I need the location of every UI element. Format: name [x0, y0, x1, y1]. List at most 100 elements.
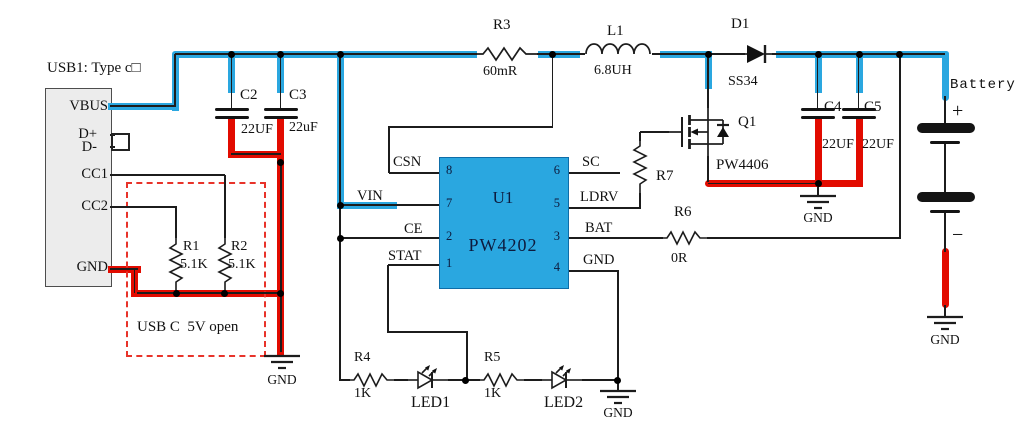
wire — [388, 127, 390, 173]
c4-value: 22UF — [822, 137, 854, 152]
r3-ref: R3 — [493, 17, 511, 33]
ic-pin-number-7: 7 — [446, 196, 453, 210]
schematic-title: USB1: Type c□ — [47, 60, 141, 76]
ic-pin-number-5: 5 — [553, 196, 560, 210]
c3-capacitor — [263, 107, 298, 111]
c3-value: 22uF — [289, 120, 318, 135]
junction-dot — [336, 50, 344, 58]
wire — [567, 172, 620, 174]
ic-pin-ldrv: LDRV — [580, 189, 619, 205]
red-wire-battery-gnd — [941, 248, 949, 308]
ic-pin-csn: CSN — [393, 154, 422, 170]
junction-dot — [172, 289, 180, 297]
wire — [537, 53, 585, 55]
red-wire-c5-stub — [855, 119, 863, 187]
r2-resistor — [216, 238, 233, 293]
c3-capacitor — [263, 115, 298, 119]
usb-pin-dminus: D- — [81, 139, 97, 155]
wire — [110, 174, 225, 176]
wire — [639, 132, 641, 141]
l1-ref: L1 — [607, 23, 624, 39]
ic-pin-number-1: 1 — [446, 256, 453, 270]
wire — [567, 207, 641, 209]
r7-ref: R7 — [656, 168, 674, 184]
battery-minus-sign: − — [952, 224, 964, 246]
gnd-label-battery: GND — [930, 332, 960, 347]
wire — [944, 96, 946, 124]
r4-ref: R4 — [354, 350, 371, 365]
wire — [133, 269, 136, 293]
c2-capacitor — [215, 115, 249, 119]
ic-pin-stat: STAT — [388, 248, 422, 264]
wire — [707, 156, 709, 182]
wire — [340, 379, 350, 381]
wire — [944, 211, 946, 252]
wire — [817, 187, 819, 196]
junction-dot — [814, 179, 822, 187]
ic-pin-vin: VIN — [357, 188, 383, 204]
wire — [224, 175, 226, 238]
wire — [280, 162, 282, 352]
gnd-label-led: GND — [603, 405, 633, 420]
battery-label: Battery — [950, 77, 1016, 93]
wire — [524, 379, 542, 381]
usb-pin-cc1: CC1 — [81, 166, 108, 182]
junction-dot — [855, 50, 863, 58]
usb-note: USB C 5V open — [137, 319, 239, 335]
r4-resistor — [350, 372, 394, 388]
junction-dot — [462, 376, 469, 384]
wire — [230, 54, 233, 108]
wire — [567, 270, 619, 272]
junction-dot — [228, 50, 235, 58]
r2-ref: R2 — [231, 239, 248, 254]
wire — [110, 105, 176, 107]
wire — [708, 182, 818, 185]
junction-dot — [614, 376, 621, 384]
ground-symbol-c4c5 — [800, 194, 836, 210]
wire — [174, 54, 176, 107]
l1-inductor — [585, 43, 651, 55]
r5-value: 1K — [484, 386, 502, 401]
ground-symbol-usb — [264, 354, 300, 370]
ic-pin-number-6: 6 — [553, 163, 560, 177]
usb-pin-cc2: CC2 — [81, 198, 108, 214]
wire — [137, 292, 281, 294]
ic-pin-bat: BAT — [585, 220, 613, 236]
wire — [388, 264, 439, 266]
usb-pin-vbus: VBUS — [69, 98, 108, 114]
r2-value: 5.1K — [228, 257, 256, 272]
l1-value: 6.8UH — [594, 63, 632, 78]
gnd-label-usb: GND — [267, 372, 297, 387]
led2-led — [542, 365, 582, 390]
wire — [567, 237, 663, 239]
ic-part-number: PW4202 — [468, 235, 538, 255]
led1-led — [408, 365, 448, 390]
r7-resistor — [632, 140, 648, 195]
c5-value: 22UF — [862, 137, 894, 152]
junction-dot — [277, 289, 284, 297]
r6-ref: R6 — [674, 204, 692, 220]
q1-ref: Q1 — [738, 114, 757, 130]
wire — [617, 271, 619, 391]
red-wire-c3-stub — [277, 119, 284, 162]
wire — [388, 331, 468, 333]
junction-dot — [277, 50, 284, 58]
wire — [466, 332, 468, 380]
usb-pin-gnd: GND — [76, 259, 108, 275]
ic-pin-gnd: GND — [583, 252, 615, 268]
wire — [279, 54, 282, 108]
wire — [551, 54, 554, 127]
wire — [394, 379, 408, 381]
r6-resistor — [663, 230, 707, 246]
c4-ref: C4 — [824, 99, 842, 115]
led1-ref: LED1 — [411, 394, 451, 411]
red-wire-c2-stub — [228, 119, 235, 157]
battery-plate-thin — [930, 210, 960, 213]
q1-value: PW4406 — [716, 157, 769, 173]
d1-ref: D1 — [731, 16, 750, 32]
c2-capacitor — [215, 107, 249, 111]
usb-pin-dplus: D+ — [78, 126, 97, 142]
blue-wire-battery-corner — [941, 50, 949, 101]
c4-capacitor — [801, 115, 835, 119]
